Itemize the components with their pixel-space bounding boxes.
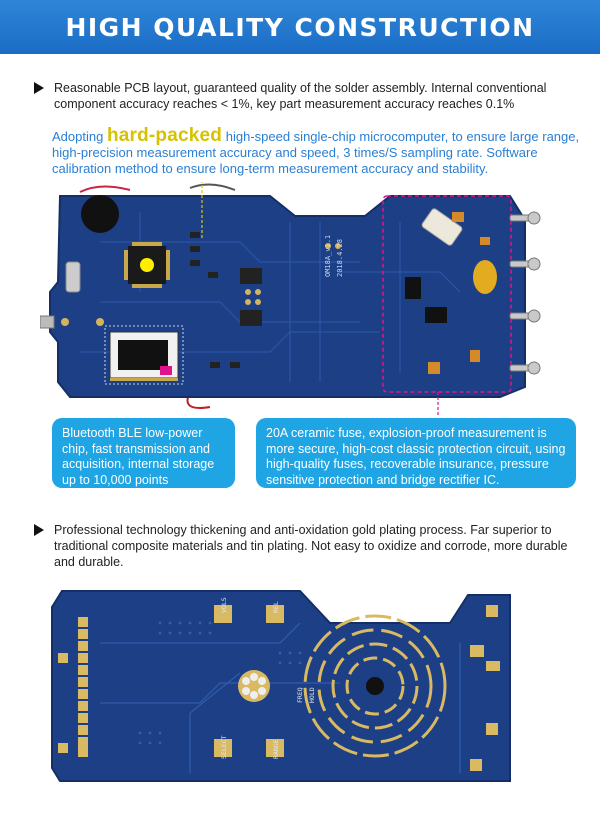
pcb-board-bottom-image: VOLS REL SELECT RANGE FREQ HOLD: [51, 590, 511, 782]
pcb-board-bottom: VOLS REL SELECT RANGE FREQ HOLD: [40, 583, 520, 785]
label-freq: FREQ: [296, 687, 304, 703]
board-revision-label: OM18A_v1.1: [324, 235, 332, 277]
page-title: HIGH QUALITY CONSTRUCTION: [65, 12, 535, 42]
board-date-label: 2018.4.28: [336, 239, 344, 277]
bullet-text: Professional technology thickening and a…: [54, 523, 568, 569]
label-select: SELECT: [220, 735, 228, 759]
mcu-description: Adopting hard-packed high-speed single-c…: [52, 125, 582, 177]
bullet-text: Reasonable PCB layout, guaranteed qualit…: [54, 81, 547, 111]
callout-bluetooth: Bluetooth BLE low-power chip, fast trans…: [52, 418, 235, 488]
ble-marker: [160, 366, 172, 375]
triangle-bullet-icon: [34, 524, 44, 536]
mcu-prefix: Adopting: [52, 129, 107, 144]
label-rel: REL: [272, 601, 280, 613]
hard-packed-highlight: hard-packed: [106, 125, 223, 146]
callout-fuse: 20A ceramic fuse, explosion-proof measur…: [256, 418, 576, 488]
pcb-board-top: OM18A_v1.1 2018.4.28: [39, 170, 560, 422]
pcb-board-top-image: OM18A_v1.1 2018.4.28: [39, 170, 541, 422]
mcu-suffix: high-speed single-chip microcomputer, to…: [52, 129, 580, 176]
bullet-gold-plating: Professional technology thickening and a…: [34, 522, 579, 570]
label-range: RANGE: [272, 739, 280, 759]
bullet-pcb-layout: Reasonable PCB layout, guaranteed qualit…: [34, 80, 574, 112]
label-hold: HOLD: [308, 687, 316, 703]
mcu-marker-dot: [140, 258, 154, 272]
header-banner: HIGH QUALITY CONSTRUCTION: [0, 0, 600, 54]
triangle-bullet-icon: [34, 82, 44, 94]
label-vols: VOLS: [220, 597, 228, 613]
